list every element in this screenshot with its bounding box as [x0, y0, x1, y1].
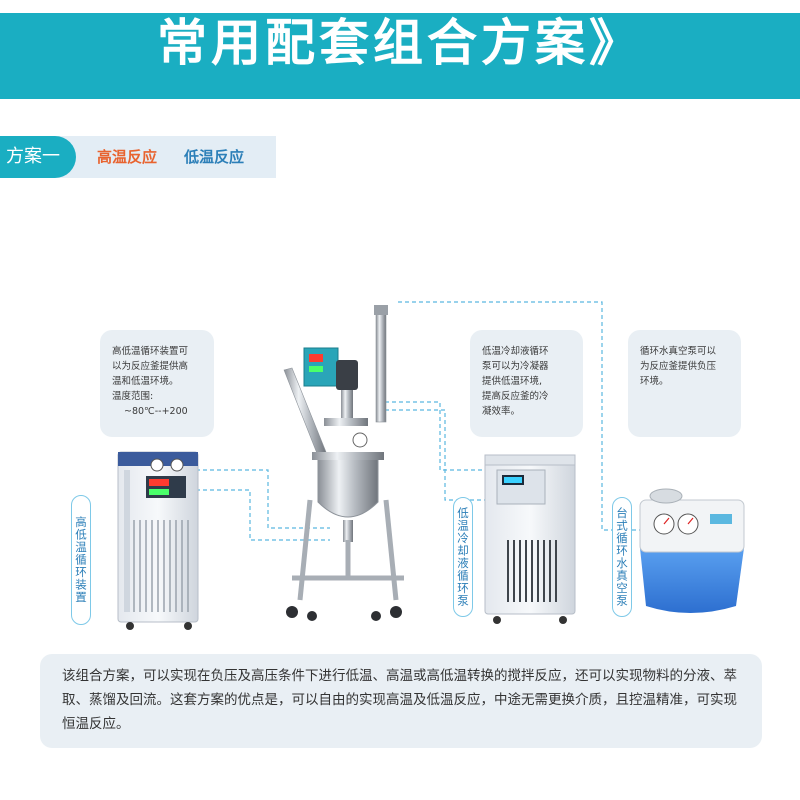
label-low-temp-coolant-pump: 低温冷却液循环泵 — [453, 497, 473, 617]
high-low-temp-circulator — [117, 451, 199, 630]
stainless-reactor — [283, 305, 404, 621]
label-vacuum-pump: 台式循环水真空泵 — [612, 497, 632, 617]
info-box-vacuum-pump: 循环水真空泵可以 为反应釜提供负压 环境。 — [628, 330, 741, 437]
low-temp-coolant-pump — [484, 454, 576, 624]
page-title: 常用配套组合方案》 — [157, 14, 643, 72]
info-box-circulator: 高低温循环装置可 以为反应釜提供高 温和低温环境。 温度范围: ~80℃--+2… — [100, 330, 214, 437]
summary-text: 该组合方案，可以实现在负压及高压条件下进行低温、高温或高低温转换的搅拌反应，还可… — [40, 654, 762, 748]
tag-high-temp: 高温反应 — [97, 148, 158, 166]
circulating-water-vacuum-pump — [639, 488, 745, 613]
header-banner — [0, 13, 800, 99]
label-high-low-temp-circulator: 高低温循环装置 — [71, 495, 91, 625]
tag-low-temp: 低温反应 — [184, 148, 245, 166]
info-box-coolant-pump: 低温冷却液循环 泵可以为冷凝器 提供低温环境, 提高反应釜的冷 凝效率。 — [470, 330, 583, 437]
scheme-tab[interactable]: 方案一 — [0, 136, 76, 178]
